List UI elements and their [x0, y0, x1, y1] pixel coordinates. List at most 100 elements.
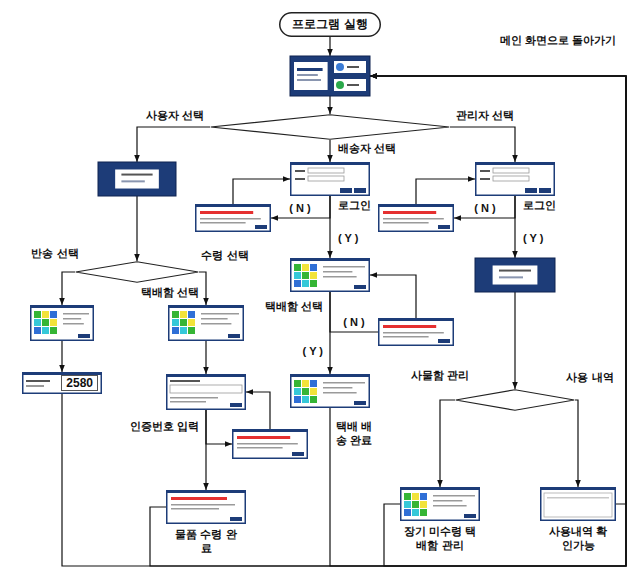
connector — [330, 76, 626, 566]
history-screen: 사용내역 확인가능 — [540, 487, 616, 521]
screen-detail — [200, 211, 253, 214]
screen-detail — [544, 493, 612, 517]
screen-detail — [166, 490, 246, 493]
screen-detail — [493, 176, 529, 181]
screen-shape — [195, 204, 271, 232]
screen-detail — [547, 497, 609, 499]
screen-detail — [493, 168, 529, 173]
screen-box — [98, 162, 176, 196]
connector — [514, 292, 515, 389]
screen-detail — [290, 162, 370, 165]
screen-detail — [475, 162, 555, 165]
screen-detail — [378, 204, 454, 207]
screen-detail — [302, 272, 309, 279]
screen-detail — [172, 327, 179, 334]
screen-detail — [121, 174, 152, 176]
error-screen — [232, 429, 308, 459]
connector — [329, 140, 330, 162]
main-screen — [290, 56, 370, 96]
edge-label: ( Y ) — [301, 345, 325, 358]
connector — [450, 127, 515, 162]
input-screen — [166, 374, 246, 410]
connector — [137, 127, 210, 162]
connector — [329, 37, 330, 57]
connector — [329, 196, 330, 258]
screen-detail — [291, 163, 370, 196]
screen-detail — [433, 500, 462, 502]
screen-detail — [294, 272, 301, 279]
screen-detail — [297, 79, 321, 81]
screen-detail — [310, 388, 317, 395]
screen-detail — [50, 319, 57, 326]
screen-detail — [291, 375, 370, 408]
screen-detail — [323, 387, 352, 389]
screen-detail — [23, 373, 102, 394]
screen-detail — [50, 311, 57, 318]
error-screen — [378, 204, 454, 232]
login-screen — [290, 162, 370, 196]
edge-label: 수령 선택 — [199, 249, 250, 262]
screen-detail — [302, 396, 309, 403]
connector — [454, 196, 515, 218]
connector — [205, 410, 206, 490]
screen-detail — [379, 319, 454, 346]
connector — [62, 272, 75, 305]
screen-detail — [379, 205, 454, 232]
connector — [136, 196, 137, 261]
screen-detail — [188, 311, 195, 318]
locker-screen — [290, 258, 370, 292]
start-terminal: 프로그램 실행 — [279, 12, 381, 37]
node-text: 2580 — [61, 375, 98, 391]
screen-detail — [200, 218, 261, 220]
screen-detail — [302, 264, 309, 271]
screen-caption: 물품 수령 완료 — [171, 528, 241, 556]
screen-detail — [201, 313, 239, 315]
screen-detail — [230, 517, 242, 521]
screen-detail — [295, 170, 305, 172]
screen-detail — [383, 211, 436, 214]
screen-detail — [476, 163, 555, 196]
screen-detail — [310, 272, 317, 279]
screen-detail — [98, 162, 176, 196]
connector — [330, 292, 454, 332]
screen-shape — [475, 162, 555, 196]
screen-detail — [168, 305, 244, 308]
connector — [271, 196, 330, 218]
screen-detail — [383, 325, 436, 328]
code-screen: 2580 — [22, 372, 102, 394]
screen-detail — [172, 311, 179, 318]
screen-shape — [98, 162, 176, 196]
error-screen: 물품 수령 완료 — [166, 490, 246, 524]
screen-detail — [404, 501, 411, 508]
screen-detail — [302, 280, 309, 287]
screen-detail — [295, 178, 305, 180]
screen-detail — [480, 170, 490, 172]
screen-detail — [34, 319, 41, 326]
screen-detail — [336, 63, 344, 71]
screen-detail — [412, 493, 419, 500]
screen-detail — [480, 178, 490, 180]
edge-label: 반송 선택 — [29, 247, 80, 260]
locker-screen — [30, 305, 94, 341]
screen-detail — [42, 319, 49, 326]
screen-detail — [211, 115, 450, 140]
screen-shape — [166, 490, 246, 524]
connector — [329, 292, 330, 374]
screen-detail — [499, 270, 531, 272]
screen-shape — [475, 258, 555, 292]
screen-detail — [34, 311, 41, 318]
screen-detail — [310, 380, 317, 387]
screen-detail — [383, 332, 444, 334]
screen-detail — [50, 327, 57, 334]
screen-shape — [290, 162, 370, 196]
connector — [370, 275, 416, 318]
screen-shape — [290, 258, 370, 292]
screen-detail — [323, 276, 357, 278]
decision-diamond — [75, 261, 199, 283]
connector — [440, 400, 455, 487]
error-screen — [378, 318, 454, 346]
screen-detail — [323, 266, 365, 268]
screen-detail — [302, 388, 309, 395]
screen-detail — [336, 81, 344, 89]
connector — [205, 341, 206, 374]
